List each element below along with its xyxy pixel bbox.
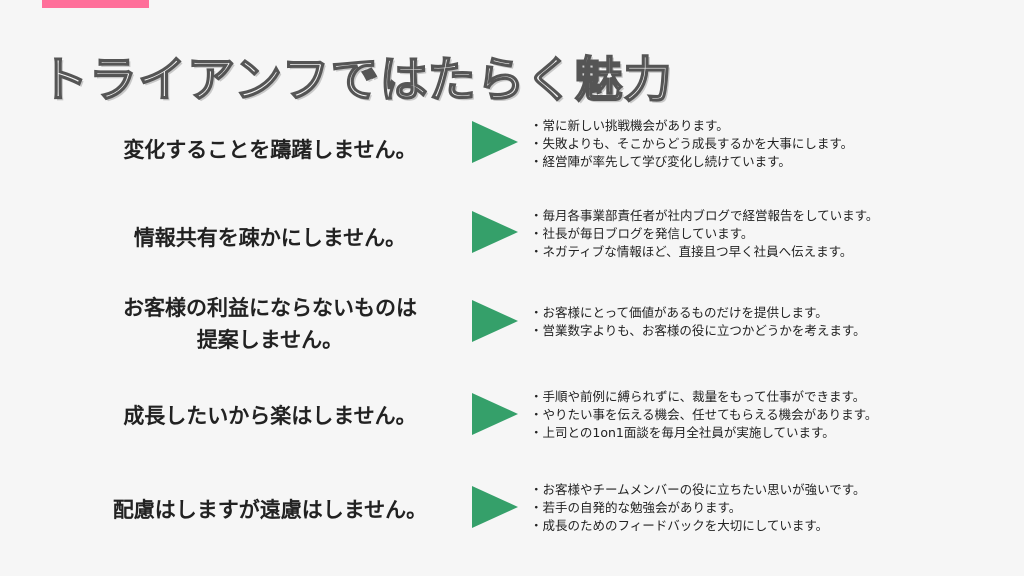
bullet-item: ・ネガティブな情報ほど、直接且つ早く社員へ伝えます。 bbox=[530, 244, 853, 259]
bullet-item: ・経営陣が率先して学び変化し続けています。 bbox=[530, 154, 791, 169]
arrow-right-icon bbox=[472, 121, 518, 163]
row-heading: 成長したいから楽はしません。 bbox=[70, 400, 470, 432]
arrow-right-icon bbox=[472, 393, 518, 435]
page-title: トライアンフではたらく魅力 bbox=[39, 51, 673, 109]
heading-line: お客様の利益にならないものは bbox=[123, 296, 417, 320]
bullet-item: ・上司との1on1面談を毎月全社員が実施しています。 bbox=[530, 425, 835, 440]
bullet-item: ・手順や前例に縛られずに、裁量をもって仕事ができます。 bbox=[530, 389, 866, 404]
bullet-item: ・やりたい事を伝える機会、任せてもらえる機会があります。 bbox=[530, 407, 878, 422]
bullet-list: ・毎月各事業部責任者が社内ブログで経営報告をしています。 ・社長が毎日ブログを発… bbox=[530, 207, 1010, 261]
bullet-item: ・社長が毎日ブログを発信しています。 bbox=[530, 226, 754, 241]
bullet-item: ・お客様にとって価値があるものだけを提供します。 bbox=[530, 305, 828, 320]
bullet-list: ・常に新しい挑戦機会があります。 ・失敗よりも、そこからどう成長するかを大事にし… bbox=[530, 117, 1010, 171]
heading-line: 情報共有を疎かにしません。 bbox=[133, 226, 407, 250]
row-heading: 変化することを躊躇しません。 bbox=[70, 134, 470, 166]
arrow-right-icon bbox=[472, 486, 518, 528]
bullet-item: ・毎月各事業部責任者が社内ブログで経営報告をしています。 bbox=[530, 208, 879, 223]
arrow-right-icon bbox=[472, 300, 518, 342]
accent-bar bbox=[42, 0, 149, 8]
bullet-list: ・手順や前例に縛られずに、裁量をもって仕事ができます。 ・やりたい事を伝える機会… bbox=[530, 388, 1010, 442]
bullet-item: ・営業数字よりも、お客様の役に立つかどうかを考えます。 bbox=[530, 323, 866, 338]
heading-line: 変化することを躊躇しません。 bbox=[123, 138, 417, 162]
row-heading: お客様の利益にならないものは 提案しません。 bbox=[70, 292, 470, 356]
bullet-item: ・失敗よりも、そこからどう成長するかを大事にします。 bbox=[530, 136, 854, 151]
bullet-item: ・お客様やチームメンバーの役に立ちたい思いが強いです。 bbox=[530, 482, 866, 497]
bullet-item: ・若手の自発的な勉強会があります。 bbox=[530, 500, 742, 515]
heading-line: 提案しません。 bbox=[196, 328, 344, 352]
bullet-item: ・常に新しい挑戦機会があります。 bbox=[530, 118, 729, 133]
bullet-item: ・成長のためのフィードバックを大切にしています。 bbox=[530, 518, 829, 533]
bullet-list: ・お客様にとって価値があるものだけを提供します。 ・営業数字よりも、お客様の役に… bbox=[530, 304, 1010, 340]
heading-line: 配慮はしますが遠慮はしません。 bbox=[112, 498, 428, 522]
bullet-list: ・お客様やチームメンバーの役に立ちたい思いが強いです。 ・若手の自発的な勉強会が… bbox=[530, 481, 1010, 535]
row-heading: 配慮はしますが遠慮はしません。 bbox=[70, 494, 470, 526]
row-heading: 情報共有を疎かにしません。 bbox=[70, 222, 470, 254]
heading-line: 成長したいから楽はしません。 bbox=[123, 404, 417, 428]
arrow-right-icon bbox=[472, 211, 518, 253]
